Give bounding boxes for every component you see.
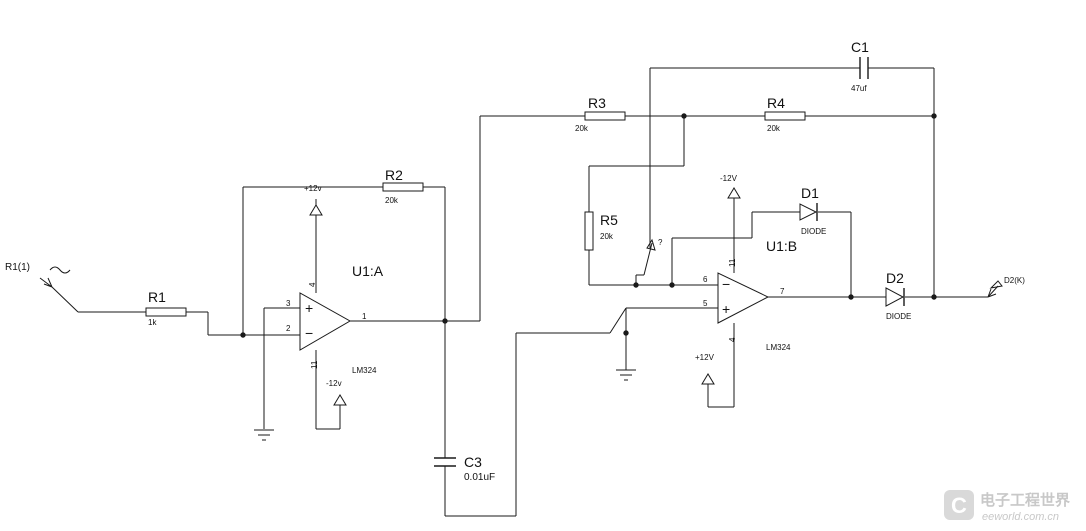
- u1a-plus-sign: +: [305, 300, 313, 316]
- watermark: C 电子工程世界 eeworld.com.cn: [944, 490, 1070, 523]
- c3-value: 0.01uF: [464, 472, 495, 483]
- u1a-pin3: 3: [286, 299, 291, 308]
- resistor-r3[interactable]: R3 20k: [575, 95, 626, 133]
- u1b-pin7: 7: [780, 287, 785, 296]
- watermark-logo-icon: [944, 490, 974, 520]
- resistor-r1[interactable]: R1 1k: [145, 289, 187, 327]
- u1b-plus-sign: +: [722, 301, 730, 317]
- d2-value: DIODE: [886, 312, 911, 321]
- ground-symbol-u1b: [616, 369, 636, 381]
- pot-mark: ?: [658, 238, 663, 247]
- u1a-pin4: 4: [308, 282, 317, 287]
- r3-ref: R3: [588, 95, 606, 111]
- u1a-pin11: 11: [310, 360, 319, 369]
- u1a-ref: U1:A: [352, 263, 384, 279]
- opamp-u1b[interactable]: − + U1:B LM324 6 5 7 11 4: [703, 238, 797, 352]
- watermark-text-en: eeworld.com.cn: [982, 511, 1059, 523]
- u1a-pos-supply-label: +12v: [304, 184, 322, 193]
- r3-value: 20k: [575, 124, 589, 133]
- u1b-negative-supply: -12V: [720, 174, 741, 199]
- d2-ref: D2: [886, 270, 904, 286]
- u1b-positive-supply: +12V: [695, 353, 715, 385]
- u1b-model: LM324: [766, 343, 791, 352]
- c1-value: 47uf: [851, 84, 867, 93]
- u1a-pin2: 2: [286, 324, 291, 333]
- capacitor-c3[interactable]: C3 0.01uF: [434, 454, 495, 483]
- c3-ref: C3: [464, 454, 482, 470]
- resistor-r4[interactable]: R4 20k: [764, 95, 806, 133]
- u1b-minus-sign: −: [722, 276, 730, 292]
- wires: [51, 67, 988, 517]
- opamp-u1a[interactable]: + − U1:A LM324 3 2 1 4 11: [286, 263, 384, 375]
- d1-value: DIODE: [801, 227, 826, 236]
- r5-value: 20k: [600, 232, 614, 241]
- u1a-model: LM324: [352, 366, 377, 375]
- r2-value: 20k: [385, 196, 399, 205]
- r1-value: 1k: [148, 318, 157, 327]
- u1b-pin11: 11: [728, 258, 737, 267]
- output-terminal[interactable]: D2(K): [987, 276, 1025, 298]
- capacitor-c1[interactable]: C1 47uf: [851, 39, 869, 93]
- r1-ref: R1: [148, 289, 166, 305]
- r4-ref: R4: [767, 95, 785, 111]
- diode-d1[interactable]: D1 DIODE: [799, 185, 826, 236]
- potentiometer-arrow[interactable]: ?: [643, 238, 663, 276]
- u1b-pos-supply-label: +12V: [695, 353, 715, 362]
- watermark-text-cn: 电子工程世界: [980, 491, 1070, 509]
- u1a-negative-supply: -12v: [326, 379, 347, 406]
- u1b-neg-supply-label: -12V: [720, 174, 738, 183]
- d1-ref: D1: [801, 185, 819, 201]
- input-terminal[interactable]: R1(1): [5, 262, 71, 288]
- u1b-pin5: 5: [703, 299, 708, 308]
- u1b-ref: U1:B: [766, 238, 797, 254]
- resistor-r2[interactable]: R2 20k: [382, 167, 424, 205]
- r5-ref: R5: [600, 212, 618, 228]
- c1-ref: C1: [851, 39, 869, 55]
- u1b-pin6: 6: [703, 275, 708, 284]
- u1a-neg-supply-label: -12v: [326, 379, 342, 388]
- u1a-positive-supply: +12v: [304, 184, 323, 216]
- resistor-r5[interactable]: R5 20k: [584, 211, 618, 251]
- output-terminal-label: D2(K): [1004, 276, 1025, 285]
- u1b-pin4: 4: [728, 337, 737, 342]
- r2-ref: R2: [385, 167, 403, 183]
- r4-value: 20k: [767, 124, 781, 133]
- u1a-minus-sign: −: [305, 325, 313, 341]
- watermark-logo-letter: C: [951, 493, 967, 518]
- u1a-pin1: 1: [362, 312, 367, 321]
- ground-symbol-u1a: [254, 429, 274, 441]
- diode-d2[interactable]: D2 DIODE: [885, 270, 911, 321]
- input-terminal-label: R1(1): [5, 262, 30, 273]
- junction-dots: [240, 113, 937, 338]
